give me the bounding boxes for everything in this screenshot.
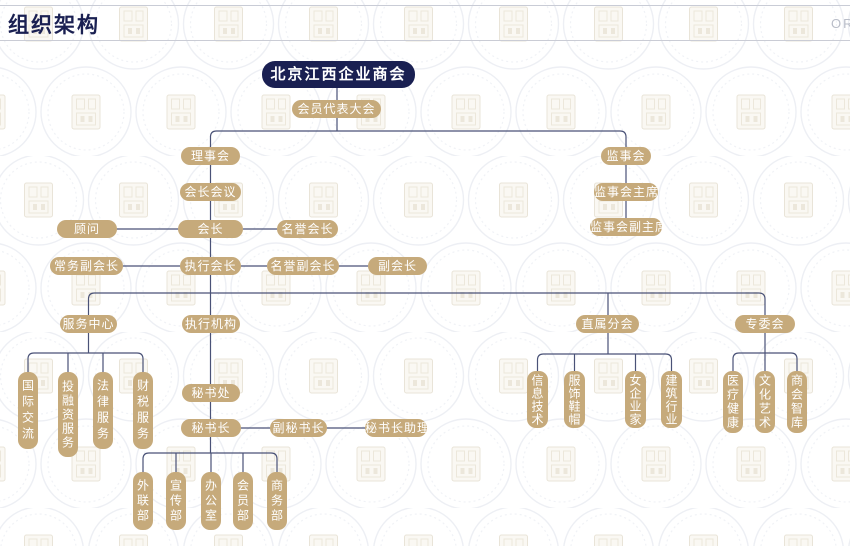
node-executive-president: 执行会长 bbox=[180, 257, 241, 275]
node-intl-exchange: 国际交流 bbox=[18, 372, 38, 449]
node-legal-service: 法律服务 bbox=[93, 372, 113, 449]
node-think-tank: 商会智库 bbox=[787, 371, 807, 433]
node-membership-dept: 会员部 bbox=[233, 472, 253, 530]
node-advisor: 顾问 bbox=[57, 220, 117, 238]
node-root: 北京江西企业商会 bbox=[262, 61, 415, 88]
node-tax-service: 财税服务 bbox=[133, 372, 153, 449]
node-vp: 副会长 bbox=[368, 257, 427, 275]
node-direct-branches: 直属分会 bbox=[576, 315, 639, 333]
node-supervisory-chairman: 监事会主席 bbox=[594, 183, 658, 201]
node-info-tech: 信息技术 bbox=[527, 371, 548, 428]
node-business-dept: 商务部 bbox=[267, 472, 287, 530]
node-office: 办公室 bbox=[201, 472, 221, 530]
node-supervisory-board: 监事会 bbox=[601, 147, 651, 165]
node-council: 理事会 bbox=[181, 147, 240, 165]
node-supervisory-vice-chairman: 监事会副主席 bbox=[590, 218, 662, 236]
page-title: 组织架构 bbox=[8, 14, 100, 37]
node-sg-assistant: 秘书长助理 bbox=[365, 419, 427, 437]
node-secretariat: 秘书处 bbox=[182, 384, 240, 402]
title-divider bbox=[0, 40, 850, 41]
node-investment-service: 投融资服务 bbox=[58, 372, 78, 457]
node-president: 会长 bbox=[178, 220, 243, 238]
node-president-meeting: 会长会议 bbox=[180, 183, 241, 201]
node-liaison-dept: 外联部 bbox=[133, 472, 153, 530]
node-special-committees: 专委会 bbox=[735, 315, 795, 333]
node-women-entrepreneurs: 女企业家 bbox=[625, 371, 646, 428]
node-standing-vp: 常务副会长 bbox=[50, 257, 123, 275]
node-culture-art: 文化艺术 bbox=[755, 371, 775, 433]
node-executive-org: 执行机构 bbox=[182, 315, 240, 333]
node-honorary-president: 名誉会长 bbox=[277, 220, 338, 238]
node-honorary-vp: 名誉副会长 bbox=[267, 257, 339, 275]
node-secretary-general: 秘书长 bbox=[181, 419, 241, 437]
node-apparel: 服饰鞋帽 bbox=[564, 371, 585, 428]
node-deputy-sg: 副秘书长 bbox=[270, 419, 327, 437]
node-construction: 建筑行业 bbox=[661, 371, 682, 428]
header-right-text: OR bbox=[831, 16, 850, 31]
node-assembly: 会员代表大会 bbox=[292, 100, 381, 118]
top-divider bbox=[0, 5, 850, 6]
node-publicity-dept: 宣传部 bbox=[166, 472, 186, 530]
node-medical-health: 医疗健康 bbox=[723, 371, 743, 433]
node-service-center: 服务中心 bbox=[60, 315, 117, 333]
